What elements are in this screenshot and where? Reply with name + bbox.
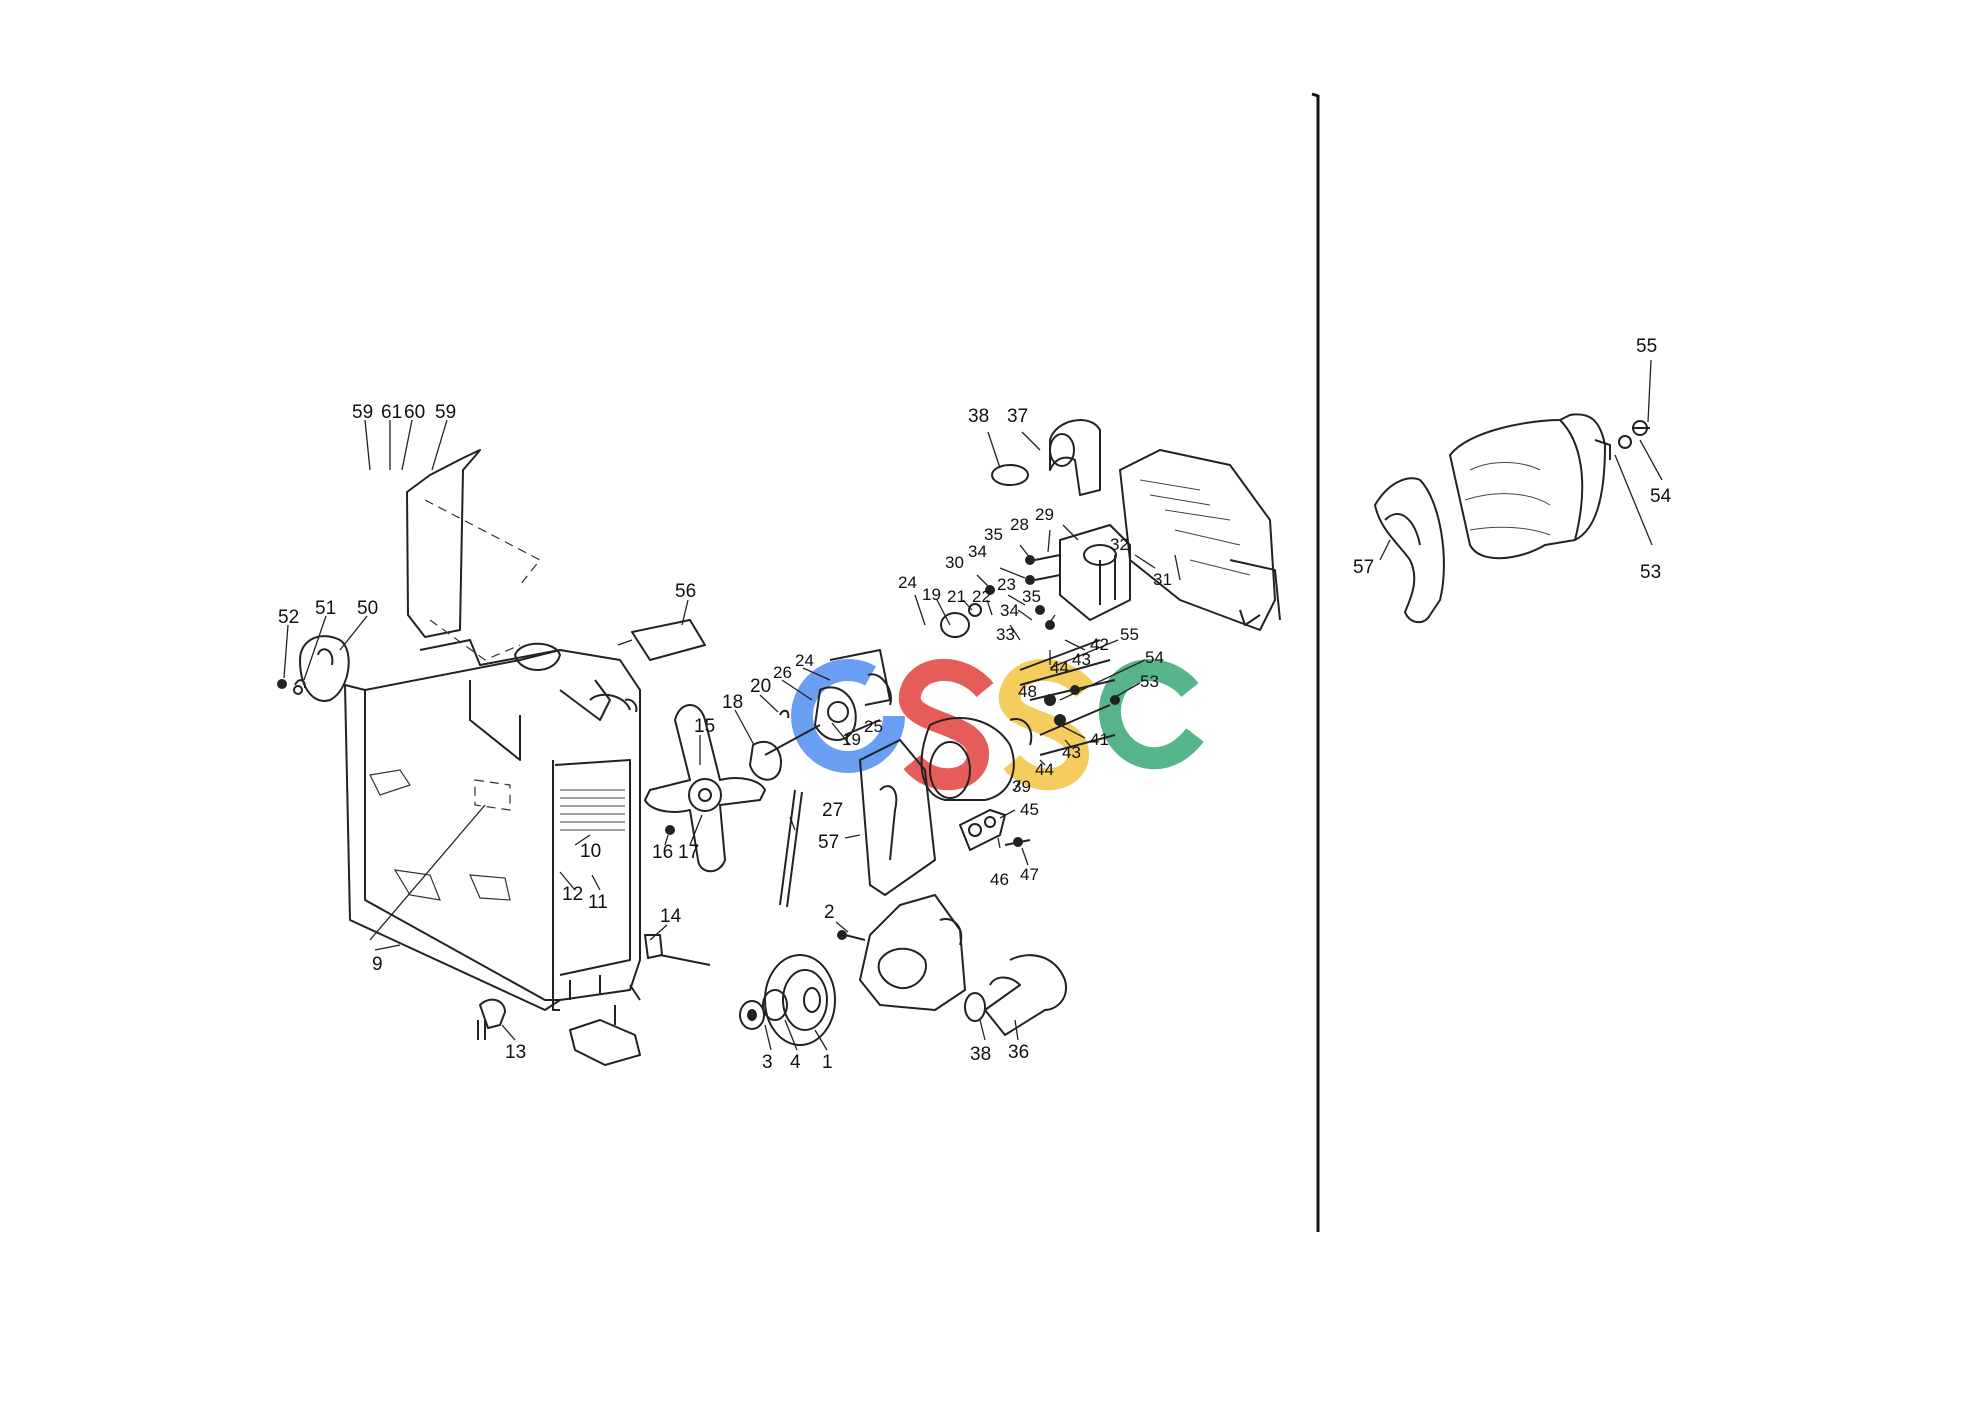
callout-15: 15	[694, 716, 715, 737]
watermark-letter-s2	[998, 658, 1094, 791]
callout-46: 46	[990, 870, 1009, 889]
callout-11: 11	[588, 892, 608, 913]
callout-59a: 59	[352, 402, 373, 423]
callout-32: 32	[1110, 535, 1129, 554]
callout-16: 16	[652, 842, 673, 863]
callout-17: 17	[678, 842, 699, 863]
callout-44a: 44	[1050, 658, 1069, 677]
watermark-letter-c1	[791, 659, 905, 773]
callout-56: 56	[675, 581, 696, 602]
callout-28: 28	[1010, 515, 1029, 534]
callout-57a: 57	[818, 832, 839, 853]
watermark-letter-s1	[898, 658, 994, 791]
callout-4: 4	[790, 1052, 801, 1073]
callout-60: 60	[404, 402, 425, 423]
callout-23: 23	[997, 575, 1016, 594]
callout-59b: 59	[435, 402, 456, 423]
watermark-letter-c2	[1099, 659, 1204, 770]
callout-33: 33	[996, 625, 1015, 644]
callout-36: 36	[1008, 1042, 1029, 1063]
callout-14: 14	[660, 906, 682, 927]
callout-2: 2	[824, 902, 835, 923]
callout-19b: 19	[922, 585, 941, 604]
callout-43a: 43	[1072, 650, 1091, 669]
callout-22: 22	[972, 587, 991, 606]
callout-47: 47	[1020, 865, 1039, 884]
callout-27: 27	[822, 800, 843, 821]
watermark	[791, 658, 1204, 791]
fan-shroud-detail	[1374, 413, 1650, 624]
radiator-assembly	[277, 419, 1281, 1066]
callout-44b: 44	[1035, 760, 1054, 779]
callout-24a: 24	[795, 651, 814, 670]
callout-42: 42	[1090, 635, 1109, 654]
callout-10: 10	[580, 841, 601, 862]
callout-35a: 35	[984, 525, 1003, 544]
callout-35b: 35	[1022, 587, 1041, 606]
callout-12: 12	[562, 884, 583, 905]
callout-3: 3	[762, 1052, 773, 1073]
callout-41: 41	[1090, 730, 1109, 749]
callout-labels: 59 61 60 59 52 51 50 56 15 16 17 18 20 2…	[278, 336, 1672, 1073]
callout-54b: 54	[1650, 486, 1672, 507]
callout-18: 18	[722, 692, 743, 713]
callout-34b: 34	[1000, 601, 1019, 620]
callout-43b: 43	[1062, 743, 1081, 762]
callout-38a: 38	[968, 406, 989, 427]
callout-61: 61	[381, 402, 402, 423]
callout-9: 9	[372, 954, 383, 975]
callout-21: 21	[947, 587, 966, 606]
callout-39: 39	[1012, 777, 1031, 796]
callout-37: 37	[1007, 406, 1028, 427]
callout-53a: 53	[1140, 672, 1159, 691]
callout-1: 1	[822, 1052, 833, 1073]
callout-45: 45	[1020, 800, 1039, 819]
callout-13: 13	[505, 1042, 526, 1063]
callout-51: 51	[315, 598, 336, 619]
callout-19a: 19	[842, 730, 861, 749]
callout-57b: 57	[1353, 557, 1374, 578]
callout-26: 26	[773, 663, 792, 682]
callout-50: 50	[357, 598, 378, 619]
callout-30: 30	[945, 553, 964, 572]
callout-31: 31	[1153, 570, 1172, 589]
callout-53b: 53	[1640, 562, 1661, 583]
callout-52: 52	[278, 607, 299, 628]
callout-29: 29	[1035, 505, 1054, 524]
callout-24b: 24	[898, 573, 917, 592]
callout-55a: 55	[1120, 625, 1139, 644]
callout-20: 20	[750, 676, 771, 697]
callout-34a: 34	[968, 542, 987, 561]
callout-25: 25	[864, 717, 883, 736]
callout-48: 48	[1018, 682, 1037, 701]
page-divider	[1311, 92, 1320, 1232]
callout-38b: 38	[970, 1044, 991, 1065]
callout-54a: 54	[1145, 648, 1164, 667]
callout-55b: 55	[1636, 336, 1657, 357]
leader-lines	[283, 359, 1663, 1051]
